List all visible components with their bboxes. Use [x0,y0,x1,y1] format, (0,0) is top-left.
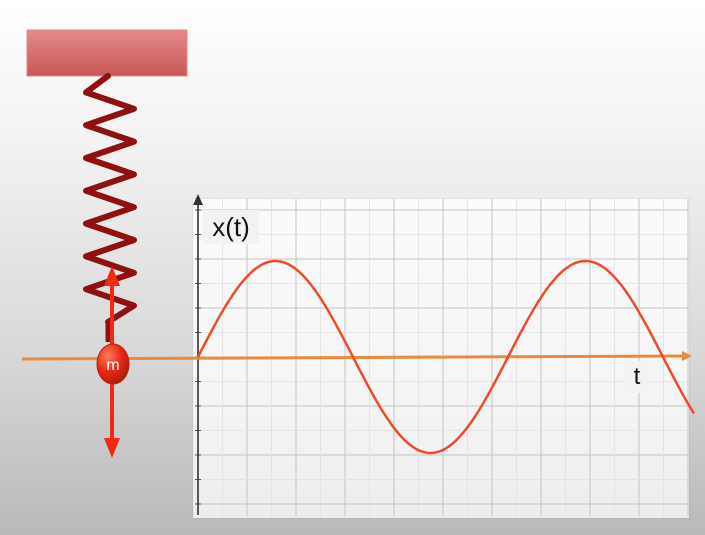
time-axis-arrowhead [682,351,692,361]
graph-x-label: t [625,361,649,393]
sine-curve [196,259,696,455]
y-axis-arrowhead [193,194,203,205]
graph-y-label: x(t) [203,210,259,244]
mass-ball [96,343,130,385]
ceiling-block [26,29,188,77]
